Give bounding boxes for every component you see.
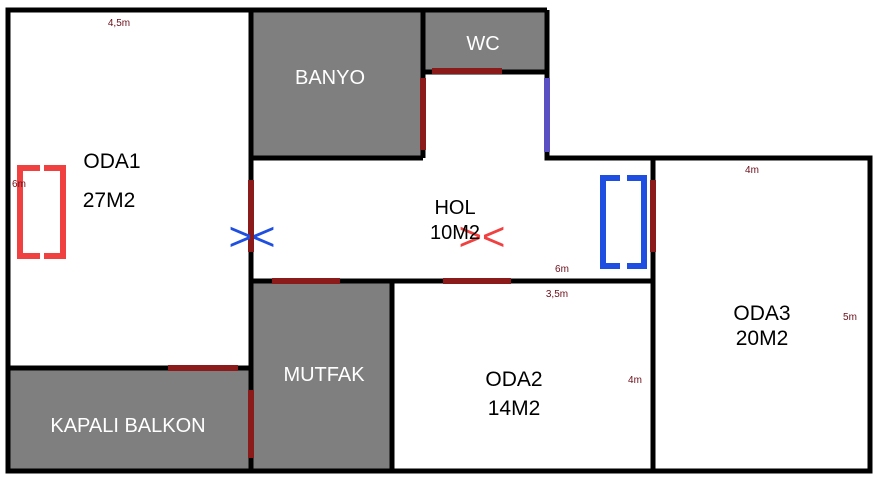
dim-oda1-width: 4,5m: [108, 18, 130, 29]
dim-oda2-height: 4m: [628, 375, 642, 386]
dim-hol-length: 6m: [555, 264, 569, 275]
room-label-banyo: BANYO: [295, 67, 365, 89]
room-label-wc: WC: [466, 33, 499, 55]
room-label-balkon: KAPALI BALKON: [50, 415, 205, 437]
room-label-mutfak: MUTFAK: [283, 364, 365, 386]
dim-oda1-height: 6m: [12, 179, 26, 190]
room-area-hol: 10M2: [430, 222, 480, 244]
outer-wall: [5, 7, 873, 474]
dim-oda3-width: 4m: [745, 165, 759, 176]
mutfak-fill: [253, 282, 391, 470]
room-label-oda1: ODA1: [83, 150, 140, 173]
room-area-oda2: 14M2: [488, 397, 541, 420]
dim-oda2-width: 3,5m: [546, 289, 568, 300]
room-label-oda3: ODA3: [733, 302, 790, 325]
balkon-fill: [8, 368, 252, 470]
red-bracket-marker: [17, 165, 66, 259]
banyo-fill: [252, 10, 422, 158]
room-area-oda3: 20M2: [736, 327, 789, 350]
blue-arrows-marker: ><: [229, 215, 276, 259]
dim-oda3-height: 5m: [843, 312, 857, 323]
wc-fill: [424, 10, 547, 72]
room-label-hol: HOL: [434, 197, 475, 219]
room-label-oda2: ODA2: [485, 368, 542, 391]
room-area-oda1: 27M2: [83, 189, 136, 212]
doors: [168, 68, 656, 458]
blue-bracket-marker: [600, 175, 647, 269]
red-arrows-marker: ><: [459, 215, 506, 259]
